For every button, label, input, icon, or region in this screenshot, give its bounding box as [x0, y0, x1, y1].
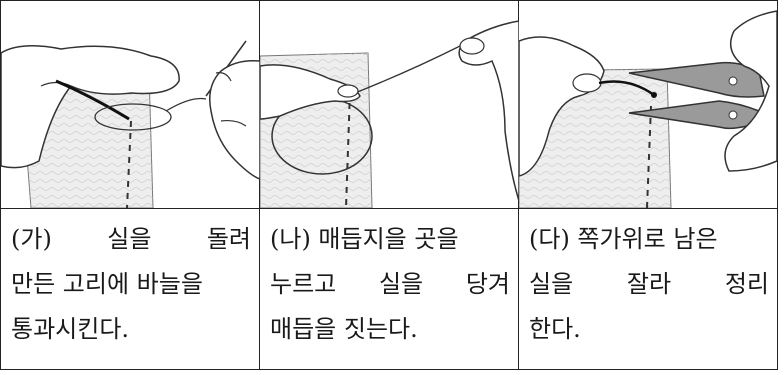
step-3-line-2: 실을 잘라 정리 [529, 270, 769, 298]
step-1-caption: (가) 실을 돌려 만든 고리에 바늘을 통과시킨다. [0, 208, 260, 370]
step-1-line-1: (가) 실을 돌려 [11, 225, 251, 253]
threading-needle-drawing [1, 40, 260, 208]
step-2-line-3: 매듭을 짓는다. [270, 315, 418, 343]
tying-knot-drawing [260, 20, 519, 208]
step-2-line-1: (나) 매듭지을 곳을 [270, 225, 459, 253]
instruction-table: (가) 실을 돌려 만든 고리에 바늘을 통과시킨다. (나) 매듭지을 곳을 … [0, 0, 778, 370]
illustration-row [0, 0, 778, 209]
step-2-illustration [259, 0, 519, 209]
step-3-illustration [518, 0, 778, 209]
step-3-line-1: (다) 쪽가위로 남은 [529, 225, 718, 253]
step-1-illustration [0, 0, 260, 209]
step-1-line-2: 만든 고리에 바늘을 [11, 270, 203, 298]
step-3-line-3: 한다. [529, 315, 581, 343]
step-2-caption: (나) 매듭지을 곳을 누르고 실을 당겨 매듭을 짓는다. [259, 208, 519, 370]
step-1-line-3: 통과시킨다. [11, 315, 130, 343]
caption-row: (가) 실을 돌려 만든 고리에 바늘을 통과시킨다. (나) 매듭지을 곳을 … [0, 208, 778, 370]
step-3-caption: (다) 쪽가위로 남은 실을 잘라 정리 한다. [518, 208, 778, 370]
cutting-thread-drawing [519, 10, 777, 208]
step-2-line-2: 누르고 실을 당겨 [270, 270, 510, 298]
